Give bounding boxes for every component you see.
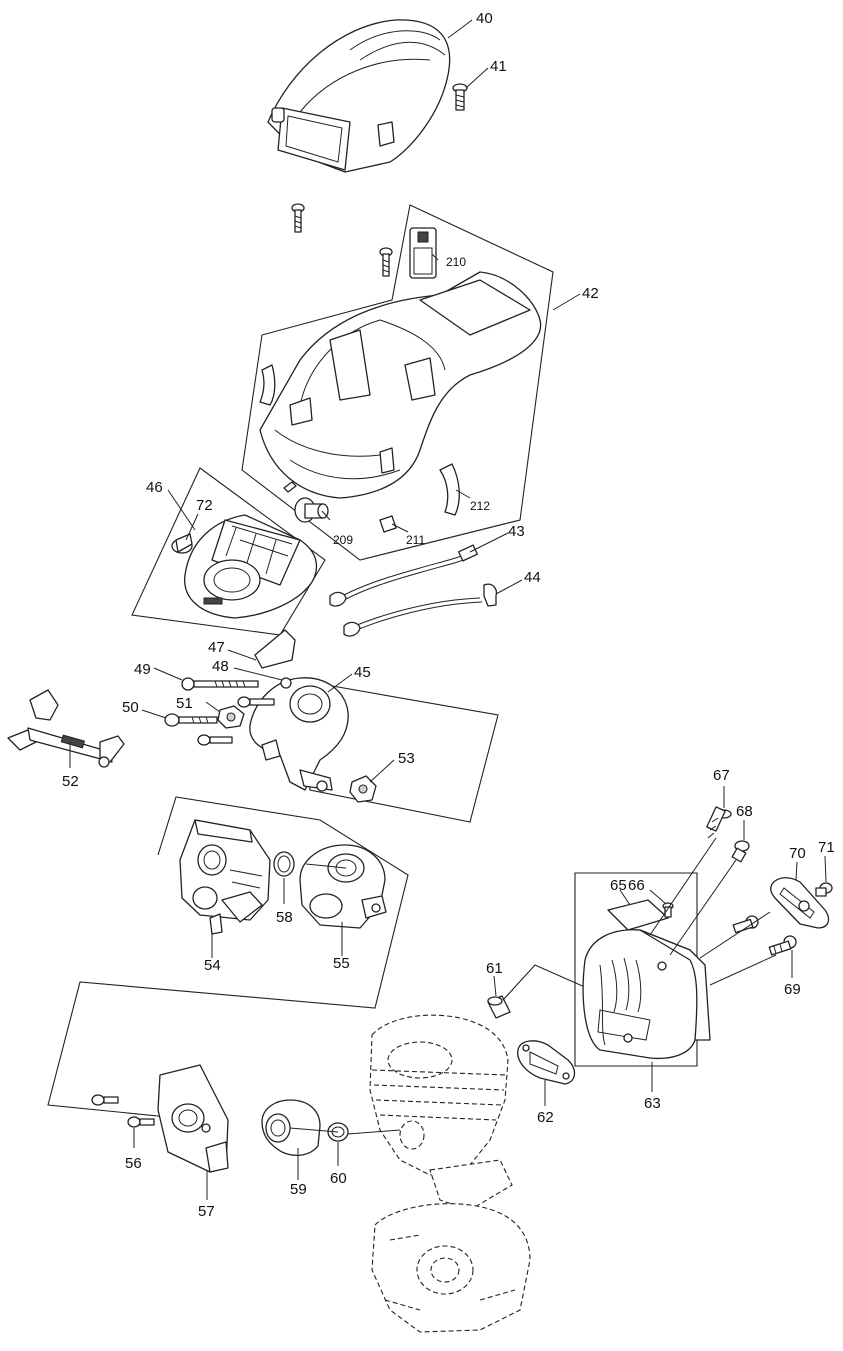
part-57-plate bbox=[157, 1064, 229, 1173]
callout-70: 70 bbox=[789, 845, 806, 862]
callout-58: 58 bbox=[276, 909, 293, 926]
callout-210: 210 bbox=[446, 255, 466, 269]
callout-52: 52 bbox=[62, 773, 79, 790]
part-43-cable bbox=[329, 544, 479, 607]
part-44-rod bbox=[343, 583, 498, 637]
part-46-filter-cover bbox=[184, 514, 318, 619]
part-63-muffler bbox=[582, 929, 711, 1060]
part-42-housing bbox=[259, 271, 542, 499]
callout-46: 46 bbox=[146, 479, 163, 496]
part-50-bolt bbox=[164, 713, 218, 727]
part-62-gasket bbox=[517, 1040, 576, 1085]
callout-60: 60 bbox=[330, 1170, 347, 1187]
part-210-clip bbox=[409, 227, 437, 279]
callout-65: 65 bbox=[610, 877, 627, 894]
callout-71: 71 bbox=[818, 839, 835, 856]
callout-50: 50 bbox=[122, 699, 139, 716]
frame-part-54-55 bbox=[47, 796, 409, 1123]
callout-54: 54 bbox=[204, 957, 221, 974]
callout-211: 211 bbox=[406, 533, 425, 547]
part-65-plate bbox=[607, 899, 669, 931]
pin-near-209 bbox=[283, 481, 297, 493]
screw-near-210 bbox=[379, 247, 393, 277]
part-211-block bbox=[379, 515, 397, 533]
part-54-carburetor bbox=[179, 819, 271, 935]
callout-59: 59 bbox=[290, 1181, 307, 1198]
callout-41: 41 bbox=[490, 58, 507, 75]
part-52-lever-shaft bbox=[7, 689, 125, 768]
callout-68: 68 bbox=[736, 803, 753, 820]
part-67-bolt bbox=[706, 806, 732, 839]
callout-47: 47 bbox=[208, 639, 225, 656]
callout-57: 57 bbox=[198, 1203, 215, 1220]
engine-block-dashed bbox=[369, 1014, 531, 1333]
callout-209: 209 bbox=[333, 533, 353, 547]
callout-212: 212 bbox=[470, 499, 490, 513]
part-49-long-bolt bbox=[181, 677, 259, 691]
part-45-intake-housing bbox=[249, 677, 349, 792]
callout-61: 61 bbox=[486, 960, 503, 977]
part-69-bolt bbox=[768, 935, 797, 956]
part-40-top-cover bbox=[267, 19, 451, 173]
callout-55: 55 bbox=[333, 955, 350, 972]
housing-left-strip bbox=[259, 364, 276, 406]
part-41-screw bbox=[452, 83, 468, 111]
callout-45: 45 bbox=[354, 664, 371, 681]
part-70-plate bbox=[770, 877, 830, 929]
callout-72: 72 bbox=[196, 497, 213, 514]
part-56-screw bbox=[127, 1116, 155, 1128]
part-66-screw bbox=[662, 902, 674, 918]
callout-63: 63 bbox=[644, 1095, 661, 1112]
bolt-upper-near-69 bbox=[732, 915, 759, 934]
part-72-knob bbox=[171, 533, 193, 554]
part-68-screw bbox=[731, 840, 750, 863]
part-209-knob bbox=[294, 497, 329, 523]
part-71-screw bbox=[815, 882, 833, 897]
callout-66: 66 bbox=[628, 877, 645, 894]
callout-67: 67 bbox=[713, 767, 730, 784]
part-47-plate bbox=[254, 629, 296, 669]
callout-44: 44 bbox=[524, 569, 541, 586]
callout-40: 40 bbox=[476, 10, 493, 27]
screw-near-57-upper bbox=[91, 1094, 119, 1106]
part-53-nut bbox=[349, 775, 377, 803]
screw-upper-left bbox=[291, 203, 305, 233]
callout-56: 56 bbox=[125, 1155, 142, 1172]
part-58-gasket bbox=[273, 851, 295, 877]
bolt-upper bbox=[237, 696, 275, 708]
bolt-lower bbox=[197, 734, 233, 746]
callout-labels: 40 41 42 43 44 45 46 47 48 49 50 51 52 5… bbox=[62, 10, 835, 1220]
callout-49: 49 bbox=[134, 661, 151, 678]
part-55-intake bbox=[299, 844, 387, 929]
callout-48: 48 bbox=[212, 658, 229, 675]
part-48-bolt bbox=[280, 677, 292, 689]
callout-53: 53 bbox=[398, 750, 415, 767]
callout-69: 69 bbox=[784, 981, 801, 998]
callout-43: 43 bbox=[508, 523, 525, 540]
part-61-sleeve bbox=[487, 995, 511, 1019]
part-212-strip bbox=[439, 463, 460, 516]
leader-lines bbox=[69, 19, 827, 1200]
callout-62: 62 bbox=[537, 1109, 554, 1126]
callout-51: 51 bbox=[176, 695, 193, 712]
part-51-nut bbox=[217, 705, 245, 729]
callout-42: 42 bbox=[582, 285, 599, 302]
